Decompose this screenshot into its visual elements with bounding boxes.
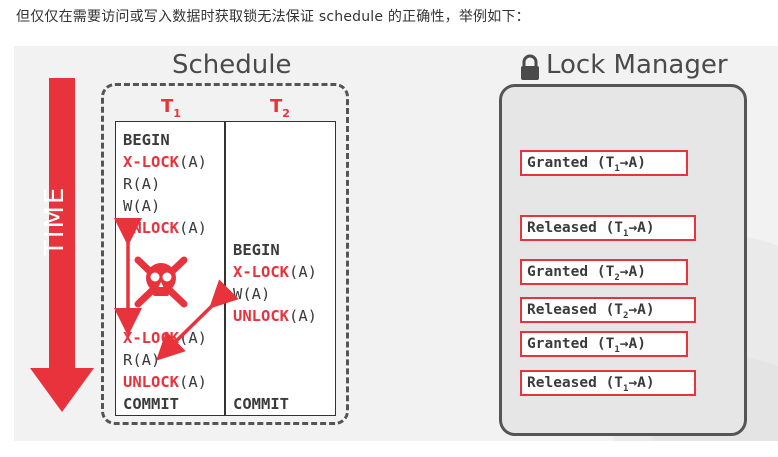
lock-log-entry: Granted (T2→A) bbox=[520, 259, 688, 285]
t1-op-line: R(A) bbox=[123, 175, 161, 193]
schedule-box bbox=[101, 83, 349, 425]
lock-log-entry: Granted (T1→A) bbox=[520, 331, 688, 357]
t2-op-line: W(A) bbox=[233, 285, 271, 303]
t2-op-line: COMMIT bbox=[233, 395, 289, 413]
lock-log-entry: Released (T2→A) bbox=[520, 297, 696, 323]
conflict-arrows bbox=[114, 218, 239, 361]
lock-log-entry: Released (T1→A) bbox=[520, 370, 696, 396]
t2-header: T2 bbox=[270, 96, 290, 120]
skull-icon bbox=[134, 256, 188, 308]
t1-op-line: BEGIN bbox=[123, 131, 170, 149]
t1-op-line: R(A) bbox=[123, 351, 161, 369]
lock-log-entry: Released (T1→A) bbox=[520, 215, 696, 241]
t2-op-line: X-LOCK(A) bbox=[233, 263, 317, 281]
page-caption: 但仅仅在需要访问或写入数据时获取锁无法保证 schedule 的正确性，举例如下… bbox=[16, 9, 530, 25]
t1-op-line: W(A) bbox=[123, 197, 161, 215]
lock-icon bbox=[521, 54, 539, 80]
lock-manager-title: Lock Manager bbox=[546, 50, 728, 80]
t1-op-line: UNLOCK(A) bbox=[123, 373, 207, 391]
schedule-title: Schedule bbox=[172, 50, 292, 80]
lock-log-entry: Granted (T1→A) bbox=[520, 150, 688, 176]
t1-op-line: X-LOCK(A) bbox=[123, 153, 207, 171]
t1-header: T1 bbox=[161, 96, 181, 120]
t2-op-line: BEGIN bbox=[233, 241, 280, 259]
column-divider bbox=[224, 122, 226, 415]
t1-op-line: COMMIT bbox=[123, 395, 179, 413]
t2-op-line: UNLOCK(A) bbox=[233, 307, 317, 325]
time-arrow-icon bbox=[30, 78, 94, 412]
